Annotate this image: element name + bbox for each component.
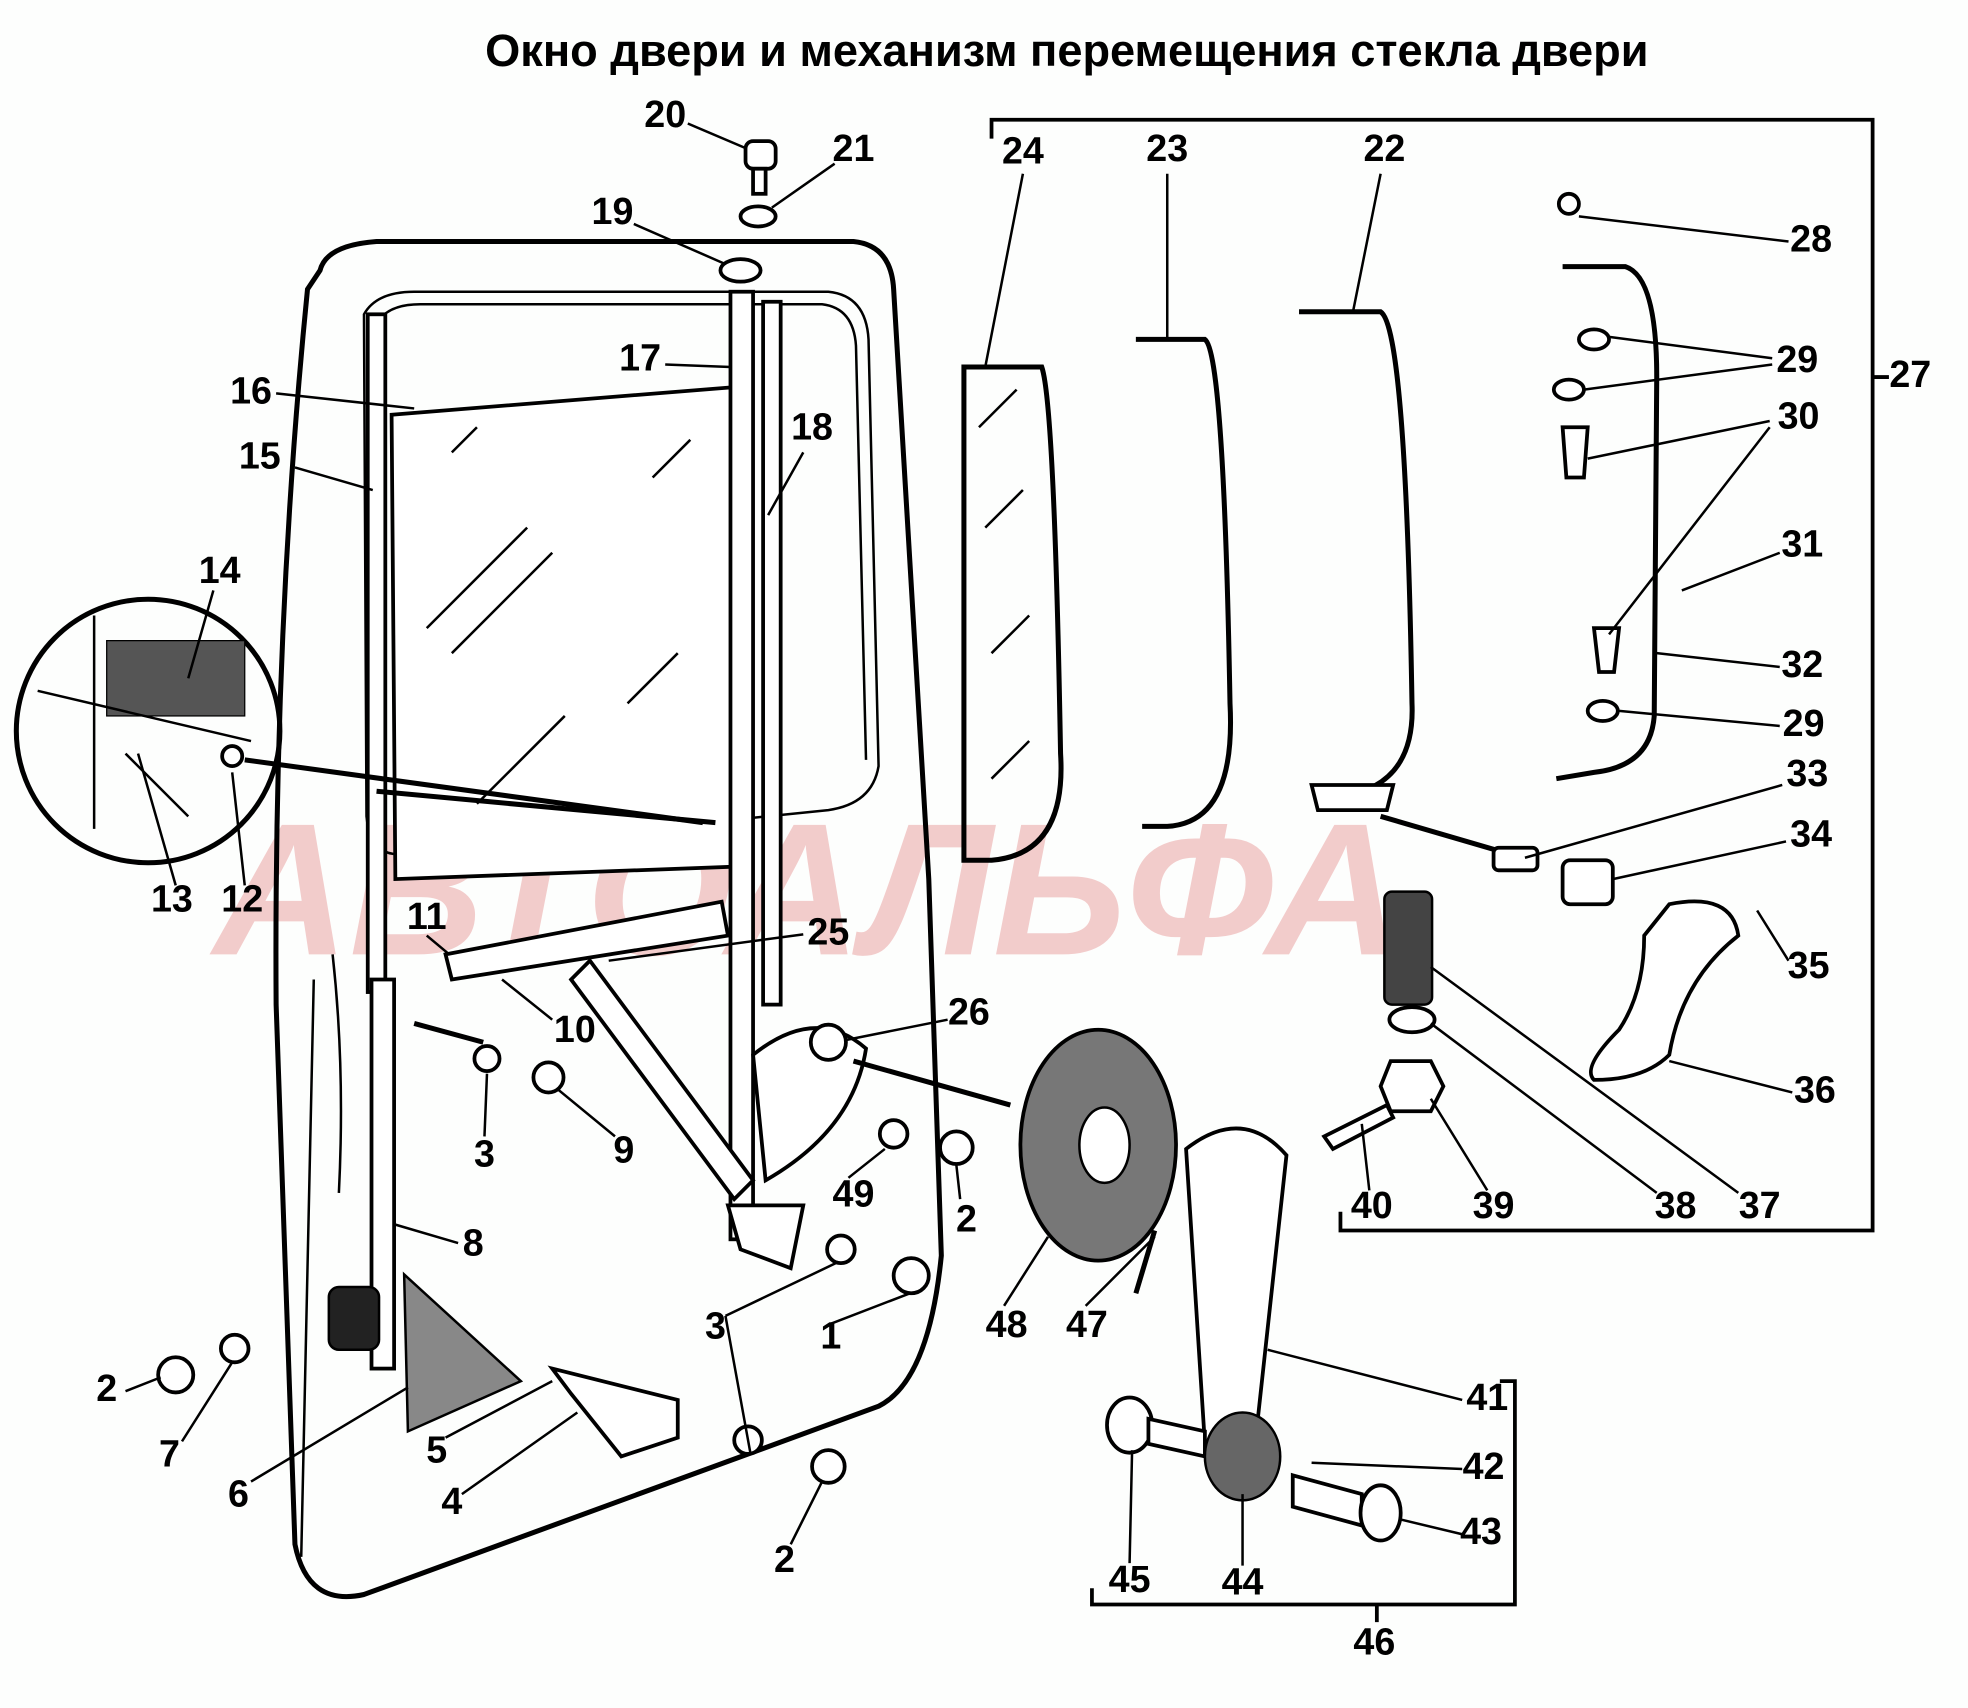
callout-30: 30 [1778, 394, 1820, 436]
callout-13: 13 [151, 878, 193, 920]
callout-19: 19 [592, 190, 634, 232]
callout-12: 12 [221, 878, 263, 920]
crank-and-knob [1018, 1027, 1403, 1543]
callout-38: 38 [1655, 1184, 1697, 1226]
diagram-title: Окно двери и механизм перемещения стекла… [485, 25, 1648, 76]
callout-17: 17 [619, 337, 661, 379]
callout-24: 24 [1002, 130, 1044, 172]
leader-lines [125, 122, 1793, 1566]
callout-44: 44 [1222, 1560, 1264, 1602]
fasteners [156, 139, 975, 1485]
callout-2: 2 [774, 1538, 795, 1580]
callout-48: 48 [986, 1303, 1028, 1345]
callout-10: 10 [554, 1008, 596, 1050]
callout-4: 4 [441, 1480, 462, 1522]
callout-18: 18 [791, 406, 833, 448]
vent-glass-and-seals [961, 309, 1415, 863]
callout-7: 7 [159, 1432, 180, 1474]
callout-42: 42 [1463, 1445, 1505, 1487]
callout-23: 23 [1146, 127, 1188, 169]
callout-41: 41 [1466, 1376, 1508, 1418]
callout-28: 28 [1790, 217, 1832, 259]
callout-33: 33 [1786, 752, 1828, 794]
callout-25: 25 [807, 910, 849, 952]
callout-27: 27 [1889, 353, 1931, 395]
door-handle-assembly [1309, 191, 1741, 1152]
callout-29: 29 [1783, 702, 1825, 744]
callout-11: 11 [407, 895, 447, 937]
group-brackets [989, 117, 1889, 1623]
callout-8: 8 [463, 1222, 484, 1264]
svg-text:АВТОАЛЬФА: АВТОАЛЬФА [209, 784, 1401, 994]
callout-16: 16 [230, 369, 272, 411]
callout-21: 21 [833, 127, 875, 169]
callout-3: 3 [705, 1304, 726, 1346]
callout-6: 6 [228, 1473, 249, 1515]
callout-20: 20 [644, 93, 686, 135]
callout-15: 15 [239, 435, 281, 477]
callout-34: 34 [1790, 812, 1832, 854]
callout-35: 35 [1788, 944, 1830, 986]
callout-31: 31 [1781, 522, 1823, 564]
callout-45: 45 [1109, 1558, 1151, 1600]
callout-9: 9 [613, 1129, 634, 1171]
callout-22: 22 [1363, 127, 1405, 169]
callout-37: 37 [1739, 1184, 1781, 1226]
callout-47: 47 [1066, 1303, 1108, 1345]
callout-5: 5 [426, 1429, 447, 1471]
door-panel [273, 238, 944, 1600]
callout-43: 43 [1460, 1510, 1502, 1552]
callout-labels: 1 2 2 2 2 3 3 4 5 6 7 8 9 10 11 12 13 14… [96, 93, 1931, 1662]
callout-14: 14 [199, 549, 241, 591]
detail-inset [13, 596, 704, 866]
callout-2: 2 [96, 1367, 117, 1409]
callout-1: 1 [820, 1314, 841, 1356]
callout-40: 40 [1351, 1184, 1393, 1226]
callout-39: 39 [1473, 1184, 1515, 1226]
watermark-logo: АВТОАЛЬФА [209, 784, 1401, 994]
callout-2: 2 [956, 1198, 977, 1240]
callout-29: 29 [1776, 338, 1818, 380]
window-regulator [376, 788, 1012, 1271]
callout-26: 26 [948, 991, 990, 1033]
callout-32: 32 [1781, 643, 1823, 685]
callout-3: 3 [474, 1132, 495, 1174]
callout-36: 36 [1794, 1068, 1836, 1110]
callout-46: 46 [1353, 1621, 1395, 1663]
callout-49: 49 [833, 1173, 875, 1215]
